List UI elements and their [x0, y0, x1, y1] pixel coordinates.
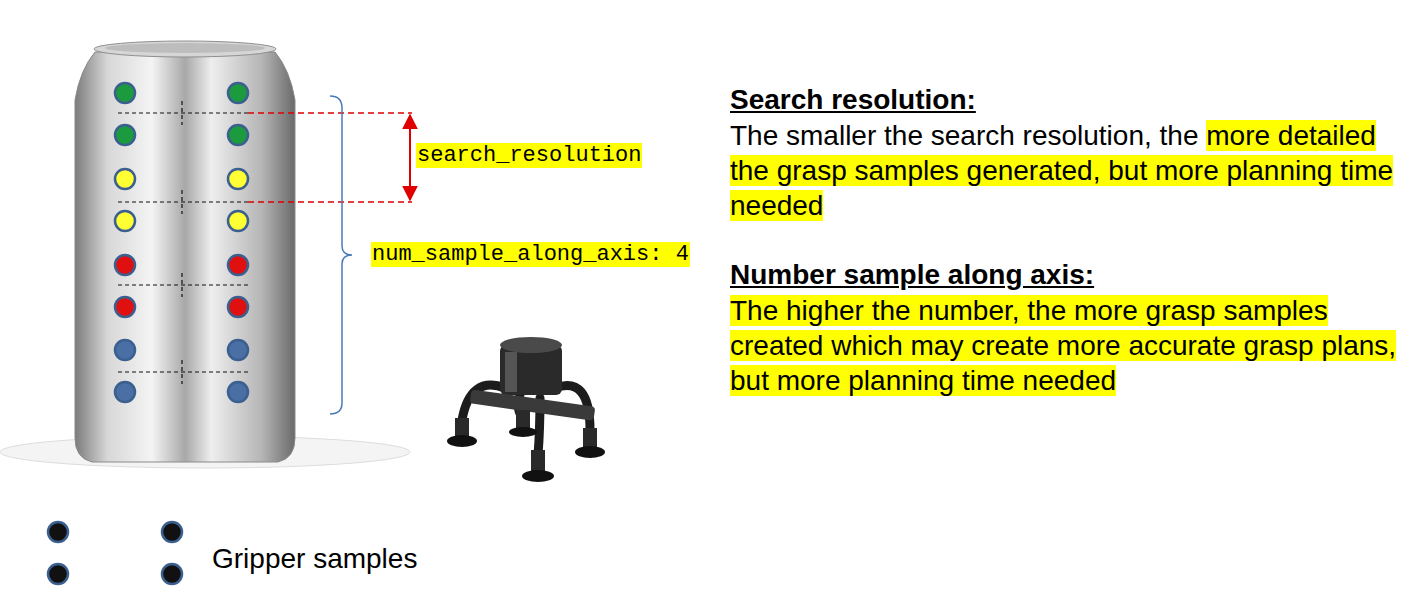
gripper-sample-swatch [48, 522, 182, 584]
highlight: The higher the number, the more grasp sa… [730, 295, 1396, 396]
parameter-label: search_resolution [416, 143, 642, 169]
section-heading: Search resolution: [730, 82, 1416, 117]
resolution-guide [248, 113, 412, 202]
section-body: The smaller the search resolution, the m… [730, 118, 1416, 223]
section-body: The higher the number, the more grasp sa… [730, 293, 1416, 398]
highlight: search_resolution [416, 143, 642, 168]
highlight: num_sample_along_axis: 4 [371, 242, 690, 267]
can-lid [105, 43, 265, 53]
vacuum-gripper [447, 337, 605, 482]
parameter-label: num_sample_along_axis: 4 [371, 242, 690, 268]
section-heading: Number sample along axis: [730, 257, 1416, 292]
axis-bracket [330, 96, 352, 414]
resolution-arrow [409, 115, 411, 200]
sample-divider [118, 101, 248, 384]
plain-run: The smaller the search resolution, the [730, 120, 1206, 151]
can-rim [94, 41, 276, 57]
grasp-sample-dots [115, 83, 248, 402]
legend-text: Gripper samples [212, 541, 417, 576]
